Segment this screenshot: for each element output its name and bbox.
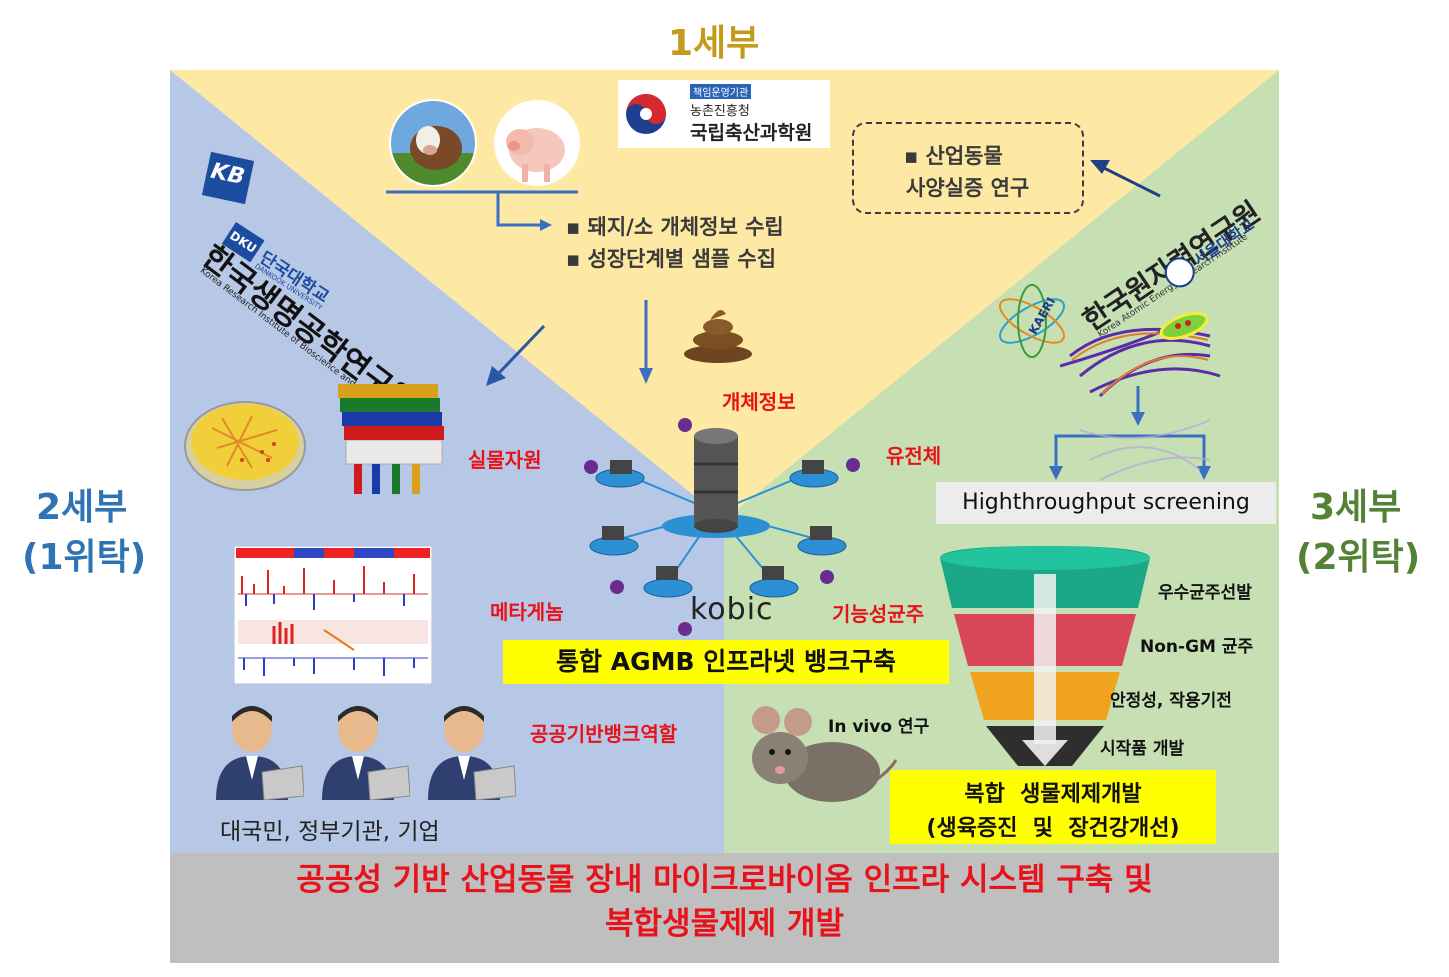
- footer-title: 공공성 기반 산업동물 장내 마이크로바이옴 인프라 시스템 구축 및 복합생물…: [170, 858, 1279, 946]
- taeguk-icon: [626, 94, 666, 134]
- header-right-2: (2위탁): [1296, 537, 1421, 578]
- funnel-step-3: 안정성, 작용기전: [1110, 691, 1232, 711]
- animal-bracket: [386, 190, 578, 231]
- kobic-logo: kobic: [690, 592, 774, 627]
- funnel-step-4: 시작품 개발: [1100, 739, 1185, 759]
- user-person-icon-2: [322, 706, 410, 800]
- node-individual-info: 개체정보: [722, 390, 796, 414]
- bullet-1: ▪ 돼지/소 개체정보 수립: [566, 215, 784, 239]
- invivo-label: In vivo 연구: [828, 717, 930, 737]
- industrial-box: ▪ 산업동물 사양실증 연구: [852, 122, 1084, 214]
- funnel-step-2: Non-GM 균주: [1140, 637, 1254, 657]
- pig-photo: [494, 100, 580, 186]
- cow-photo: [389, 99, 477, 187]
- header-top: 1세부: [668, 23, 760, 64]
- mouse-icon: [752, 706, 898, 802]
- rda-logo: 책임운영기관 농촌진흥청 국립축산과학원: [618, 80, 830, 148]
- genome-browser-image: [234, 546, 432, 684]
- screening-label: Highthroughput screening: [936, 482, 1276, 524]
- node-functional-strains: 기능성균주: [832, 602, 924, 626]
- faded-bacteria: [1080, 419, 1210, 481]
- node-metagenome: 메타게놈: [490, 600, 564, 624]
- kaeri-atom-icon: [999, 284, 1065, 358]
- node-physical-resources: 실물자원: [468, 448, 542, 472]
- users-label: 대국민, 정부기관, 기업: [220, 819, 440, 845]
- funnel-step-1: 우수균주선발: [1158, 583, 1252, 603]
- header-left-2: (1위탁): [22, 537, 147, 578]
- node-genome: 유전체: [886, 444, 942, 468]
- node-dot-functional: [820, 570, 834, 584]
- bank-label: 통합 AGMB 인프라넷 뱅크구축: [503, 640, 949, 684]
- node-dot-physical: [584, 460, 598, 474]
- node-public-bank-role: 공공기반뱅크역할: [530, 722, 678, 746]
- tube-rack-icon: [338, 384, 444, 494]
- bacteria-icon: [1060, 312, 1221, 398]
- header-right-1: 3세부: [1310, 487, 1402, 528]
- network-hub: [589, 428, 847, 598]
- product-box: 복합 생물제제개발 (생육증진 및 장건강개선): [890, 770, 1216, 844]
- bullet-2: ▪ 성장단계별 샘플 수집: [566, 247, 777, 271]
- header-left-1: 2세부: [36, 487, 128, 528]
- footer-line-1: 공공성 기반 산업동물 장내 마이크로바이옴 인프라 시스템 구축 및: [296, 862, 1153, 898]
- user-person-icon-1: [216, 706, 304, 800]
- kribb-icon: KB: [201, 151, 255, 205]
- screening-funnel: [940, 546, 1150, 766]
- user-person-icon-3: [428, 706, 516, 800]
- node-dot-genome: [846, 458, 860, 472]
- node-dot-public-bank: [678, 622, 692, 636]
- bottom-bar: [170, 853, 1279, 963]
- petri-dish-icon: [184, 401, 306, 491]
- node-dot-individual: [678, 418, 692, 432]
- node-dot-metagenome: [610, 580, 624, 594]
- footer-line-2: 복합생물제제 개발: [605, 906, 844, 942]
- feces-sample-icon: [684, 310, 752, 363]
